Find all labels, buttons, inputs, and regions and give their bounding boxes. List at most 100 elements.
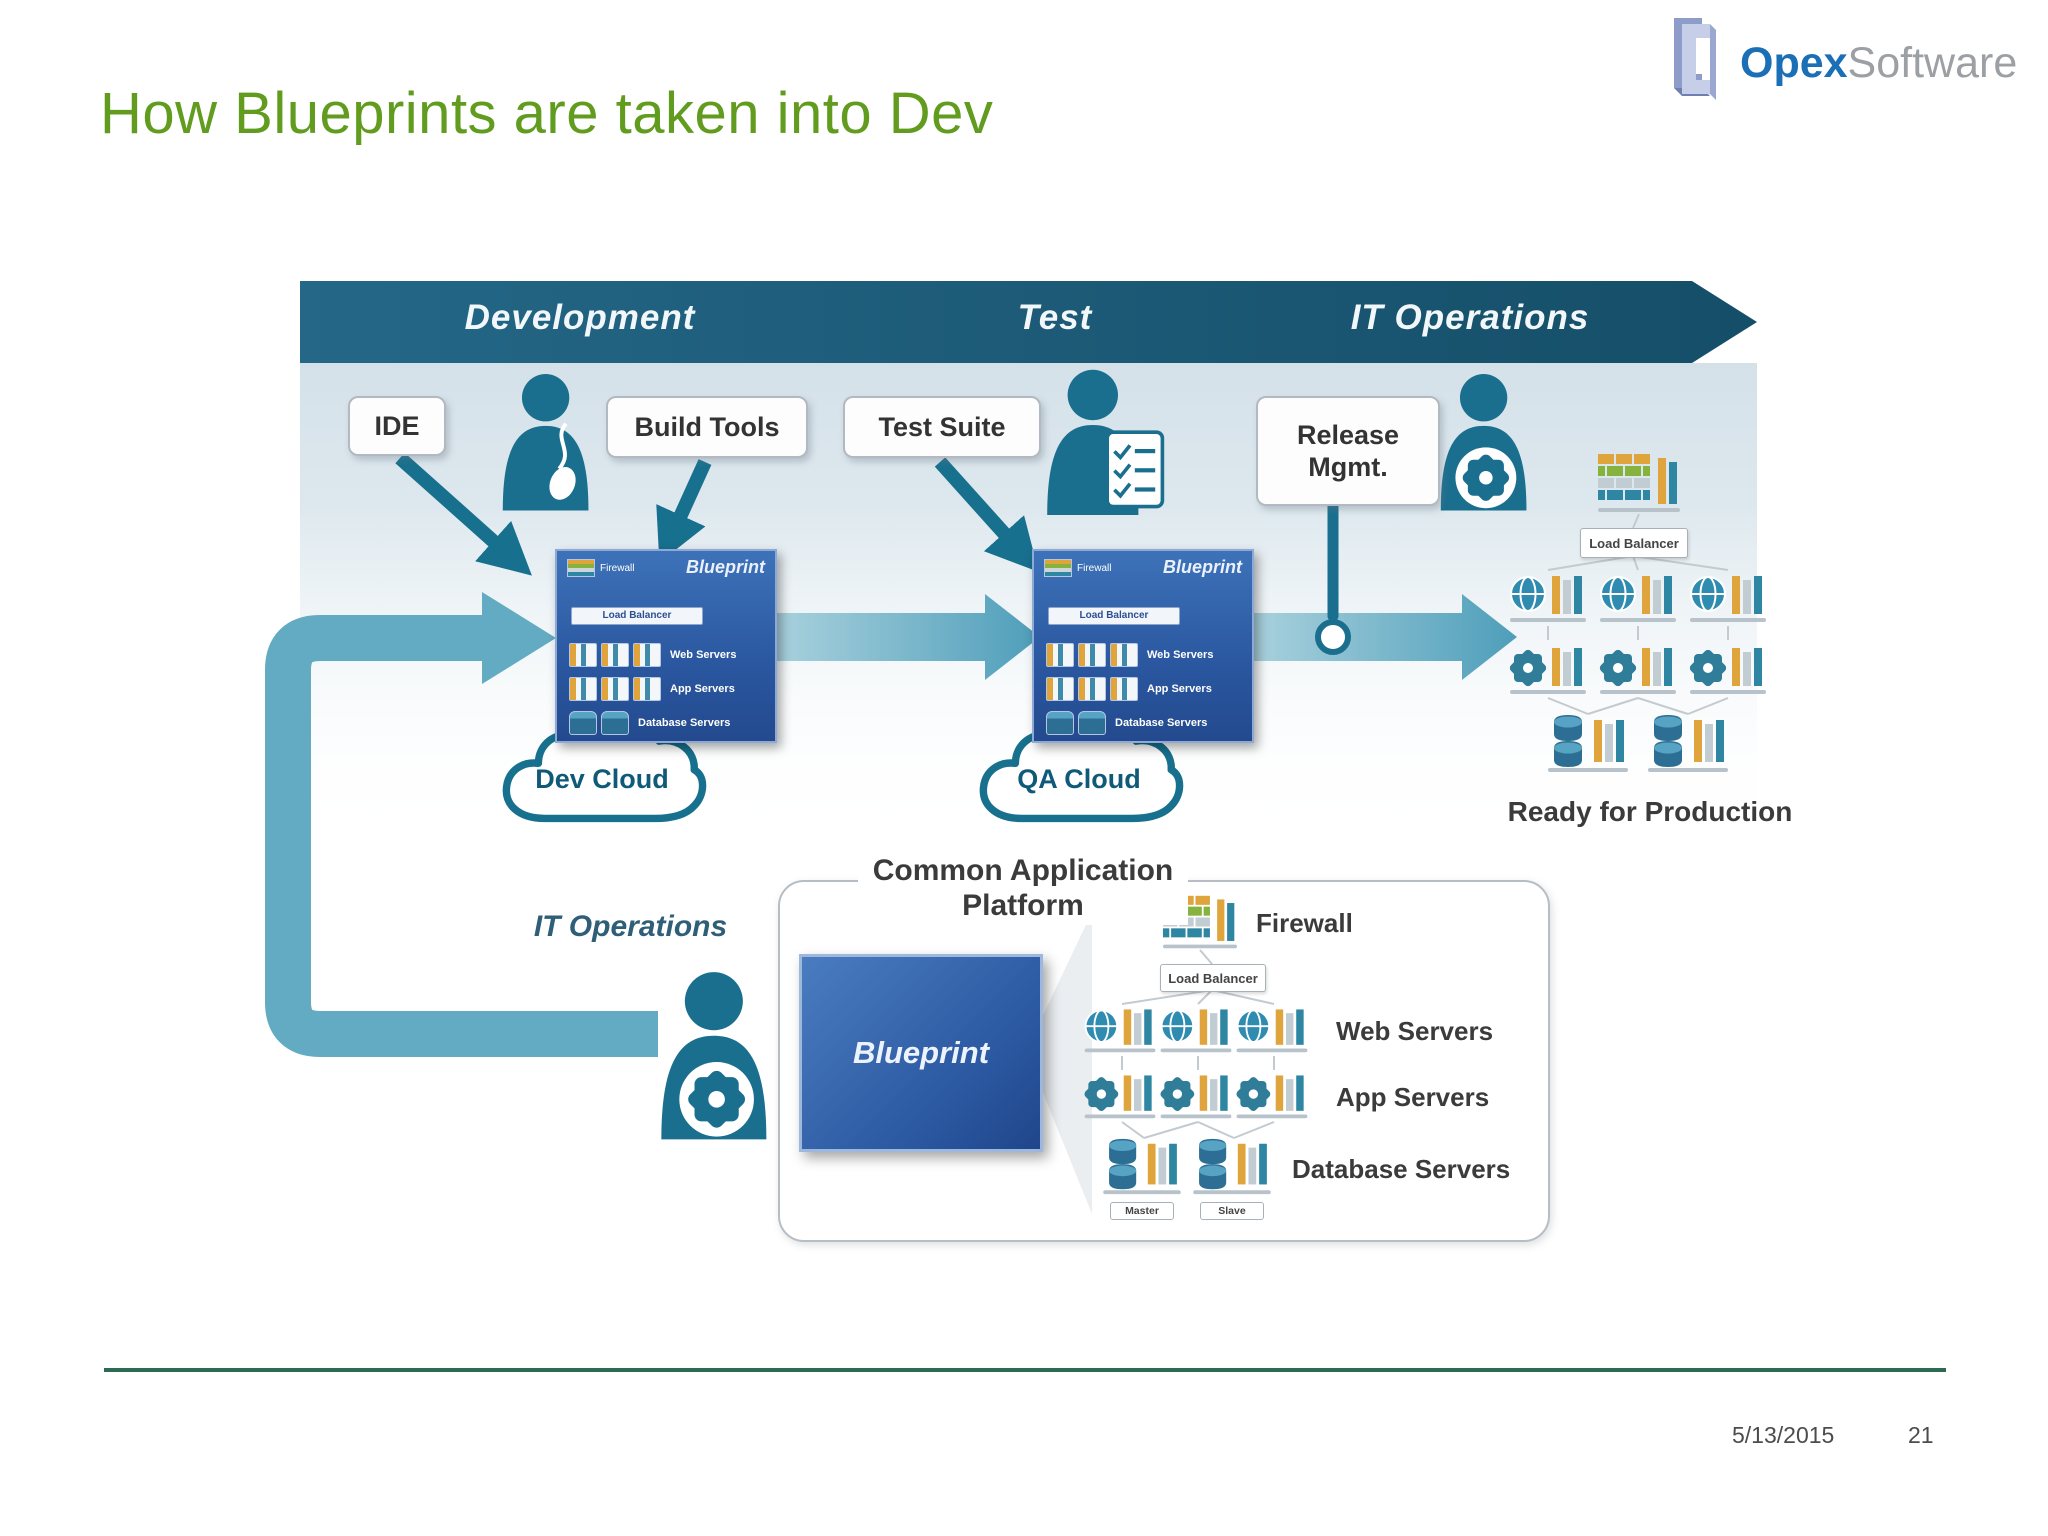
logo-name-light: Software [1847, 38, 2018, 87]
ready-for-production-label: Ready for Production [1507, 796, 1793, 827]
load-balancer-box: Load Balancer [1160, 964, 1266, 992]
web-server-icon [1158, 1002, 1234, 1056]
database-server-icon [1100, 1136, 1184, 1198]
release-connector-node [1315, 619, 1351, 655]
app-server-icon [1508, 640, 1588, 698]
web-server-icon [1598, 568, 1678, 626]
common-application-platform: Blueprint Firewall Load Balancer Web Ser… [778, 880, 1550, 1242]
load-balancer-box: Load Balancer [571, 607, 703, 625]
mini-database-icon [1046, 711, 1074, 735]
platform-title-line2: Platform [962, 888, 1084, 922]
database-server-icon [1190, 1136, 1274, 1198]
app-servers-row: App Servers [1046, 677, 1212, 701]
release-mgmt-box: Release Mgmt. [1256, 396, 1440, 506]
web-server-icon [1082, 1002, 1158, 1056]
platform-blueprint: Blueprint [799, 954, 1043, 1152]
panel-firewall: Firewall [1044, 559, 1111, 577]
mini-server-icon [601, 643, 629, 667]
projection-beam [1037, 912, 1092, 1214]
firewall-label: Firewall [1256, 908, 1353, 938]
build-tools-arrow [656, 459, 712, 563]
logo-icon [1674, 18, 1716, 100]
database-servers-label: Database Servers [1115, 717, 1208, 729]
mini-server-icon [1078, 643, 1106, 667]
platform-graphics [1037, 912, 1275, 1214]
app-servers-row: App Servers [569, 677, 735, 701]
mini-server-icon [601, 677, 629, 701]
database-servers-row: Database Servers [1046, 711, 1207, 735]
logo: OpexSoftware [1668, 12, 2017, 100]
phase-development: Development [464, 298, 696, 337]
database-servers-row: Database Servers [569, 711, 730, 735]
app-server-icon [1082, 1068, 1158, 1122]
web-servers-label: Web Servers [1336, 1016, 1494, 1046]
slide-date: 5/13/2015 [1732, 1422, 1835, 1448]
app-server-icon [1688, 640, 1768, 698]
ops-person-icon [642, 958, 794, 1148]
dev-to-qa-arrow [775, 594, 1040, 680]
database-server-icon [1546, 712, 1630, 776]
build-tools-box: Build Tools [606, 396, 808, 458]
app-server-icon [1158, 1068, 1234, 1122]
firewall-label: Firewall [1077, 562, 1112, 574]
mini-database-icon [601, 711, 629, 735]
it-operations-label: IT Operations [533, 910, 728, 943]
web-server-icon [1234, 1002, 1310, 1056]
test-suite-arrow [934, 457, 1039, 572]
load-balancer-box: Load Balancer [1048, 607, 1180, 625]
mini-server-icon [569, 677, 597, 701]
app-servers-label: App Servers [670, 683, 735, 695]
firewall-label: Firewall [600, 562, 635, 574]
app-server-icon [1234, 1068, 1310, 1122]
logo-text: OpexSoftware [1740, 39, 2017, 88]
slide-page-number: 21 [1908, 1422, 1934, 1448]
mini-database-icon [569, 711, 597, 735]
logo-name-bold: Opex [1740, 38, 1848, 87]
mini-server-icon [569, 643, 597, 667]
mini-server-icon [1078, 677, 1106, 701]
web-servers-row: Web Servers [569, 643, 736, 667]
app-servers-label: App Servers [1336, 1082, 1490, 1112]
qa-to-production-arrow [1252, 594, 1517, 680]
web-servers-row: Web Servers [1046, 643, 1213, 667]
firewall-icon [1596, 452, 1682, 514]
web-servers-label: Web Servers [1147, 649, 1214, 661]
dev-blueprint-panel: Blueprint Firewall Load Balancer Web Ser… [555, 549, 777, 743]
mini-database-icon [1078, 711, 1106, 735]
blueprint-title: Blueprint [686, 557, 765, 577]
phase-it-operations: IT Operations [1350, 298, 1590, 337]
qa-cloud-label: QA Cloud [1017, 764, 1141, 794]
ide-box: IDE [348, 396, 446, 456]
mini-server-icon [633, 677, 661, 701]
platform-title-line1: Common Application [872, 854, 1174, 887]
database-server-icon [1646, 712, 1730, 776]
page-title: How Blueprints are taken into Dev [100, 81, 994, 146]
master-db-label: Master [1110, 1202, 1174, 1220]
tester-icon [1040, 364, 1172, 516]
mini-server-icon [1110, 677, 1138, 701]
platform-title: Common Application Platform [858, 852, 1188, 925]
web-server-icon [1688, 568, 1768, 626]
mini-server-icon [1046, 643, 1074, 667]
dev-cloud-label: Dev Cloud [535, 764, 669, 794]
database-servers-label: Database Servers [1292, 1154, 1511, 1184]
database-servers-label: Database Servers [638, 717, 731, 729]
load-balancer-box: Load Balancer [1580, 528, 1688, 558]
slave-db-label: Slave [1200, 1202, 1264, 1220]
firewall-icon [1044, 559, 1072, 577]
app-servers-label: App Servers [1147, 683, 1212, 695]
mini-server-icon [633, 643, 661, 667]
footer-divider [104, 1368, 1946, 1372]
developer-icon [487, 364, 611, 516]
web-servers-label: Web Servers [670, 649, 737, 661]
web-server-icon [1508, 568, 1588, 626]
phase-test: Test [1017, 298, 1093, 337]
blueprint-title: Blueprint [1163, 557, 1242, 577]
mini-server-icon [1046, 677, 1074, 701]
ops-person-icon [1425, 364, 1549, 516]
mini-server-icon [1110, 643, 1138, 667]
app-server-icon [1598, 640, 1678, 698]
qa-blueprint-panel: Blueprint Firewall Load Balancer Web Ser… [1032, 549, 1254, 743]
test-suite-box: Test Suite [843, 396, 1041, 458]
